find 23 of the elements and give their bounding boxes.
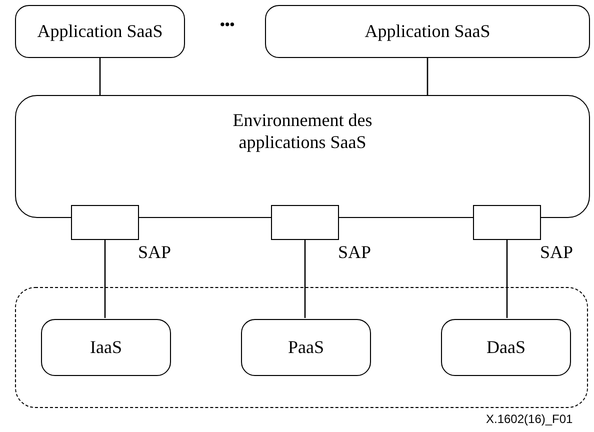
process-box bbox=[15, 95, 590, 218]
process-box bbox=[441, 319, 571, 376]
process-box bbox=[15, 5, 185, 58]
sap-label: SAP bbox=[338, 242, 372, 263]
sap-label: SAP bbox=[540, 242, 574, 263]
node-label: Application SaaS bbox=[37, 20, 163, 42]
node-label: IaaS bbox=[90, 336, 122, 358]
process-box bbox=[41, 319, 171, 376]
connector-line bbox=[104, 240, 106, 318]
connector-line bbox=[426, 58, 428, 95]
sap-label: SAP bbox=[138, 242, 172, 263]
connector-line bbox=[99, 58, 101, 95]
figure-id: X.1602(16)_F01 bbox=[486, 412, 573, 426]
ellipsis-label: ••• bbox=[220, 18, 235, 34]
group-frame bbox=[15, 287, 588, 408]
node-label: PaaS bbox=[288, 336, 324, 358]
connector-line bbox=[506, 240, 508, 318]
process-box bbox=[265, 5, 590, 58]
node-label: Application SaaS bbox=[364, 20, 490, 42]
node-label: DaaS bbox=[486, 336, 526, 358]
node-label: Environnement des applications SaaS bbox=[232, 110, 374, 154]
process-box bbox=[241, 319, 371, 376]
connector-line bbox=[304, 240, 306, 318]
